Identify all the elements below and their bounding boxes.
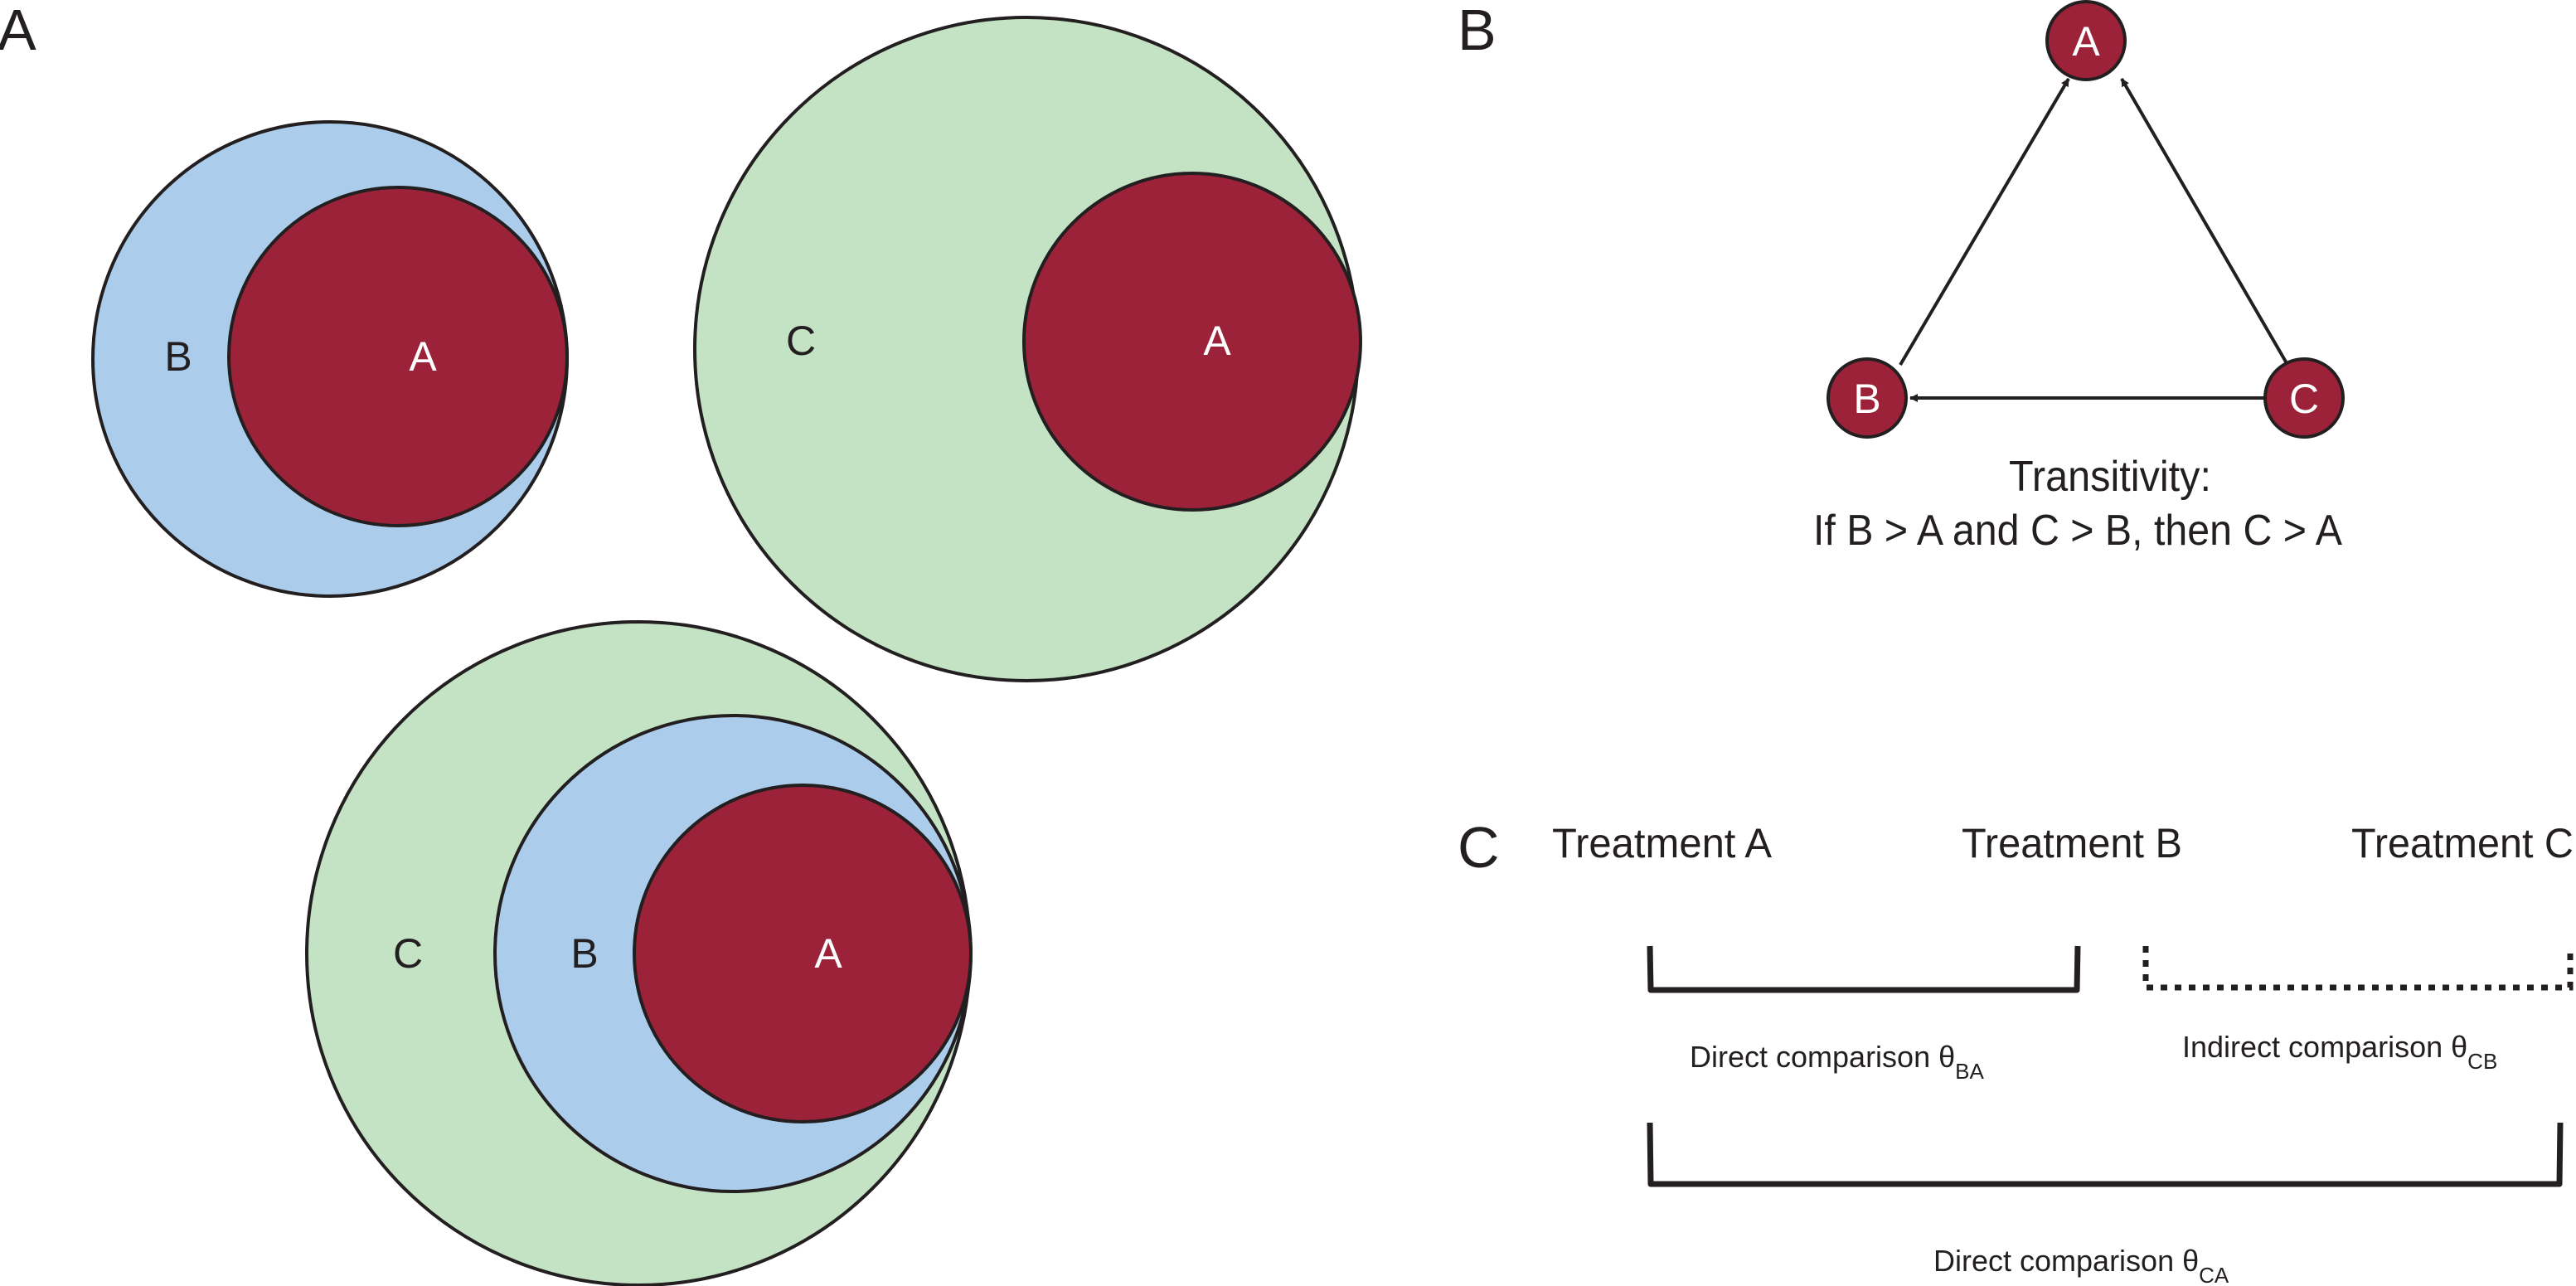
set-b-label: B — [164, 333, 192, 380]
panel-b: B A B C Transitivity: If B > A and C > B… — [1458, 0, 2345, 555]
comparison-text: Indirect comparison θ — [2182, 1030, 2467, 1064]
venn-a-within-b-within-c: C B A — [305, 620, 973, 1286]
set-c-label: C — [393, 930, 423, 977]
edge-b-to-a — [1899, 77, 2070, 366]
panel-a-label: A — [0, 0, 36, 62]
panel-b-label: B — [1458, 0, 1497, 62]
node-a: A — [2045, 0, 2127, 81]
comparison-direct-ba-label: Direct comparison θBA — [1690, 1040, 1984, 1084]
comparison-direct-ca-label: Direct comparison θCA — [1933, 1244, 2229, 1286]
set-a-circle — [1022, 172, 1362, 512]
venn-a-within-c: C A — [693, 16, 1362, 682]
node-a-label: A — [2072, 18, 2100, 65]
treatment-c-label: Treatment C — [2351, 820, 2574, 866]
node-b-circle — [1826, 357, 1908, 439]
bracket-direct-ca — [1647, 1122, 2564, 1187]
edge-c-to-a — [2120, 77, 2288, 365]
set-c-label: C — [786, 318, 816, 364]
set-a-label: A — [1203, 318, 1231, 364]
transitivity-title: Transitivity: — [2009, 453, 2211, 501]
treatment-a-label: Treatment A — [1552, 820, 1773, 866]
comparison-text: Direct comparison θ — [1933, 1244, 2199, 1278]
comparison-subscript: BA — [1955, 1059, 1984, 1084]
node-b: B — [1826, 357, 1908, 439]
venn-a-within-b: B A — [91, 120, 569, 598]
comparison-text: Direct comparison θ — [1690, 1040, 1955, 1074]
set-b-label: B — [570, 930, 598, 977]
node-b-label: B — [1853, 376, 1880, 422]
bracket-direct-ba — [1647, 945, 2081, 993]
transitivity-rule: If B > A and C > B, then C > A — [1813, 507, 2342, 555]
set-a-label: A — [409, 333, 437, 380]
panel-c-label: C — [1458, 815, 1500, 880]
set-a-label: A — [814, 930, 842, 977]
node-c-circle — [2263, 357, 2345, 439]
comparison-indirect-cb-label: Indirect comparison θCB — [2182, 1030, 2497, 1074]
bracket-indirect-cb — [2142, 946, 2574, 991]
node-c-label: C — [2289, 376, 2319, 422]
treatment-b-label: Treatment B — [1962, 820, 2182, 866]
set-a-circle — [227, 186, 569, 527]
set-a-circle — [633, 784, 973, 1123]
panel-c: C Treatment A Treatment B Treatment C Di… — [1458, 815, 2574, 1286]
comparison-subscript: CB — [2467, 1049, 2497, 1074]
node-a-circle — [2045, 0, 2127, 81]
comparison-subscript: CA — [2199, 1263, 2229, 1286]
panel-a: A B A C A C B A — [0, 0, 1362, 1286]
node-c: C — [2263, 357, 2345, 439]
